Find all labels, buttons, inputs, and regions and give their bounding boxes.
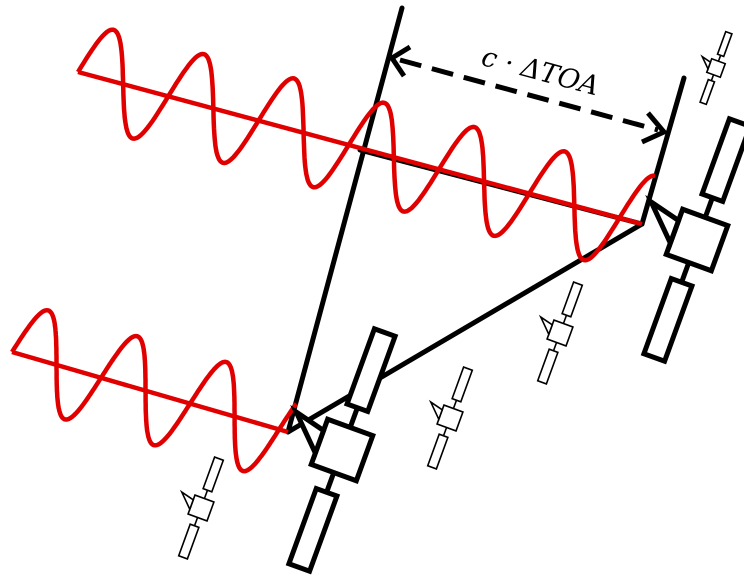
wave-upper	[76, 27, 656, 263]
wavefront-line-right	[639, 75, 687, 227]
panel-strut-upper	[203, 489, 209, 499]
panel-strut-lower	[324, 471, 337, 494]
antenna	[645, 194, 682, 250]
wave-upper-axis	[77, 69, 643, 227]
delta-toa-label: c · ΔTOA	[478, 41, 602, 102]
solar-panel-lower	[285, 485, 341, 575]
panel-strut-lower	[679, 261, 692, 284]
panel-strut-upper	[452, 399, 458, 409]
satellite-icon	[177, 456, 225, 560]
solar-panel-upper	[561, 281, 584, 318]
solar-panel-lower	[536, 348, 559, 385]
panel-strut-lower	[552, 342, 558, 352]
wave-lower-sinusoid	[10, 308, 298, 474]
signal-waves	[10, 27, 656, 474]
solar-panel-upper	[202, 456, 225, 493]
wave-lower-axis	[11, 349, 289, 435]
antenna	[428, 399, 444, 422]
panel-strut-upper	[347, 406, 360, 429]
panel-strut-upper	[562, 314, 568, 324]
panel-strut-lower	[710, 74, 715, 81]
satellite-icon	[285, 325, 399, 575]
wave-upper-sinusoid	[76, 27, 656, 263]
panel-strut-lower	[193, 517, 199, 527]
antenna	[538, 314, 554, 337]
satellite-icon	[699, 30, 733, 106]
antenna	[179, 489, 195, 512]
panel-strut-upper	[702, 196, 715, 219]
satellite-icon	[640, 115, 744, 365]
delta-toa-arrow	[388, 44, 669, 145]
solar-panel-lower	[699, 78, 716, 106]
solar-panel-upper	[343, 325, 399, 415]
antenna	[290, 404, 327, 460]
wavefront-line-left	[285, 5, 405, 435]
baseline-line	[285, 221, 645, 435]
antenna	[700, 54, 712, 72]
panel-strut-lower	[442, 427, 448, 437]
solar-panel-upper	[698, 115, 744, 205]
solar-panel-lower	[426, 433, 449, 470]
satellite-icon	[426, 366, 474, 470]
solar-panel-lower	[640, 275, 696, 365]
solar-panel-upper	[716, 30, 733, 58]
satellite-icon	[536, 281, 584, 385]
satellites	[177, 30, 744, 575]
solar-panel-upper	[451, 366, 474, 403]
solar-panel-lower	[177, 523, 200, 560]
wave-lower	[10, 308, 298, 474]
panel-strut-upper	[717, 55, 722, 62]
